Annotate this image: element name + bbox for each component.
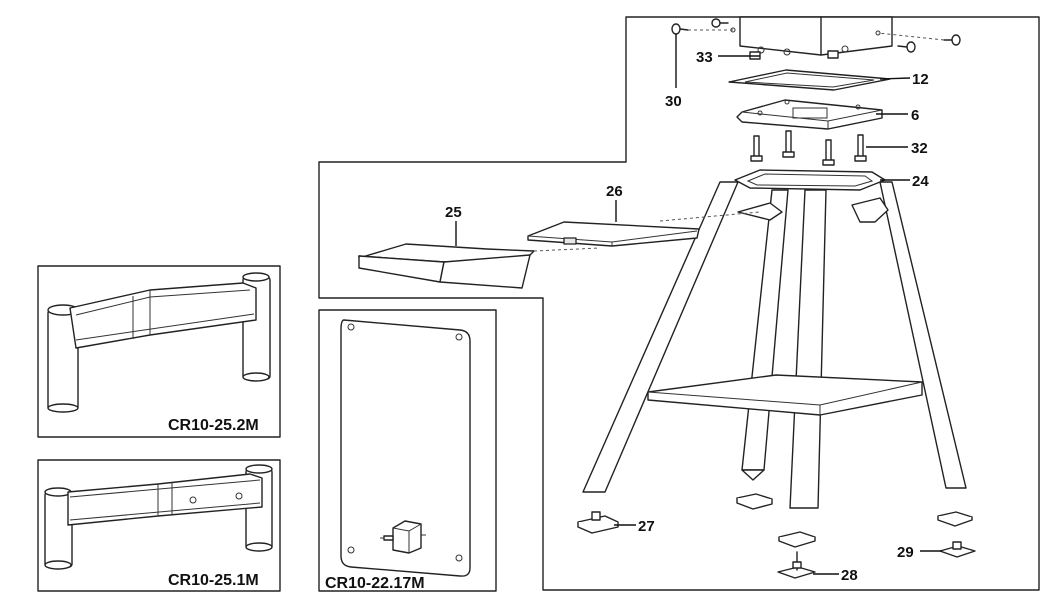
mounting-plate-6: [736, 99, 883, 130]
bolt-30-top: [711, 18, 729, 28]
screws-32: [750, 130, 867, 166]
callout-24: 24: [912, 173, 929, 190]
inset-label-cr10-25-2m: CR10-25.2M: [168, 417, 259, 434]
callout-25: 25: [445, 204, 462, 221]
machine-base-box: [730, 16, 893, 56]
side-panel-26: [527, 211, 761, 247]
inset-cr10-22-17m: CR10-22.17M: [318, 309, 497, 592]
side-panel-25: [358, 243, 601, 289]
stand-frame: [582, 169, 967, 509]
callout-29: 29: [897, 544, 914, 561]
callout-27: 27: [638, 518, 655, 535]
callout-30: 30: [665, 93, 682, 110]
foot-28: [777, 551, 816, 579]
foot-27: [577, 511, 619, 534]
bolt-30-right: [877, 32, 961, 53]
inset-cr10-25-2m: CR10-25.2M: [37, 265, 281, 438]
gasket-frame-12: [728, 69, 891, 91]
inset-cr10-25-1m: CR10-25.1M: [37, 459, 281, 592]
main-diagram-frame: [318, 16, 1040, 591]
callout-33: 33: [696, 49, 713, 66]
callout-6: 6: [911, 107, 919, 124]
callout-28: 28: [841, 567, 858, 584]
inset-label-cr10-22-17m: CR10-22.17M: [325, 575, 425, 592]
foot-28-upper: [778, 531, 816, 548]
foot-right: [937, 511, 973, 527]
bolt-30-left: [671, 23, 733, 35]
callout-26: 26: [606, 183, 623, 200]
inset-label-cr10-25-1m: CR10-25.1M: [168, 572, 259, 589]
callout-12: 12: [912, 71, 929, 88]
callout-32: 32: [911, 140, 928, 157]
foot-29: [939, 541, 976, 558]
foot-center: [736, 493, 773, 510]
nut-33-right: [827, 50, 839, 59]
